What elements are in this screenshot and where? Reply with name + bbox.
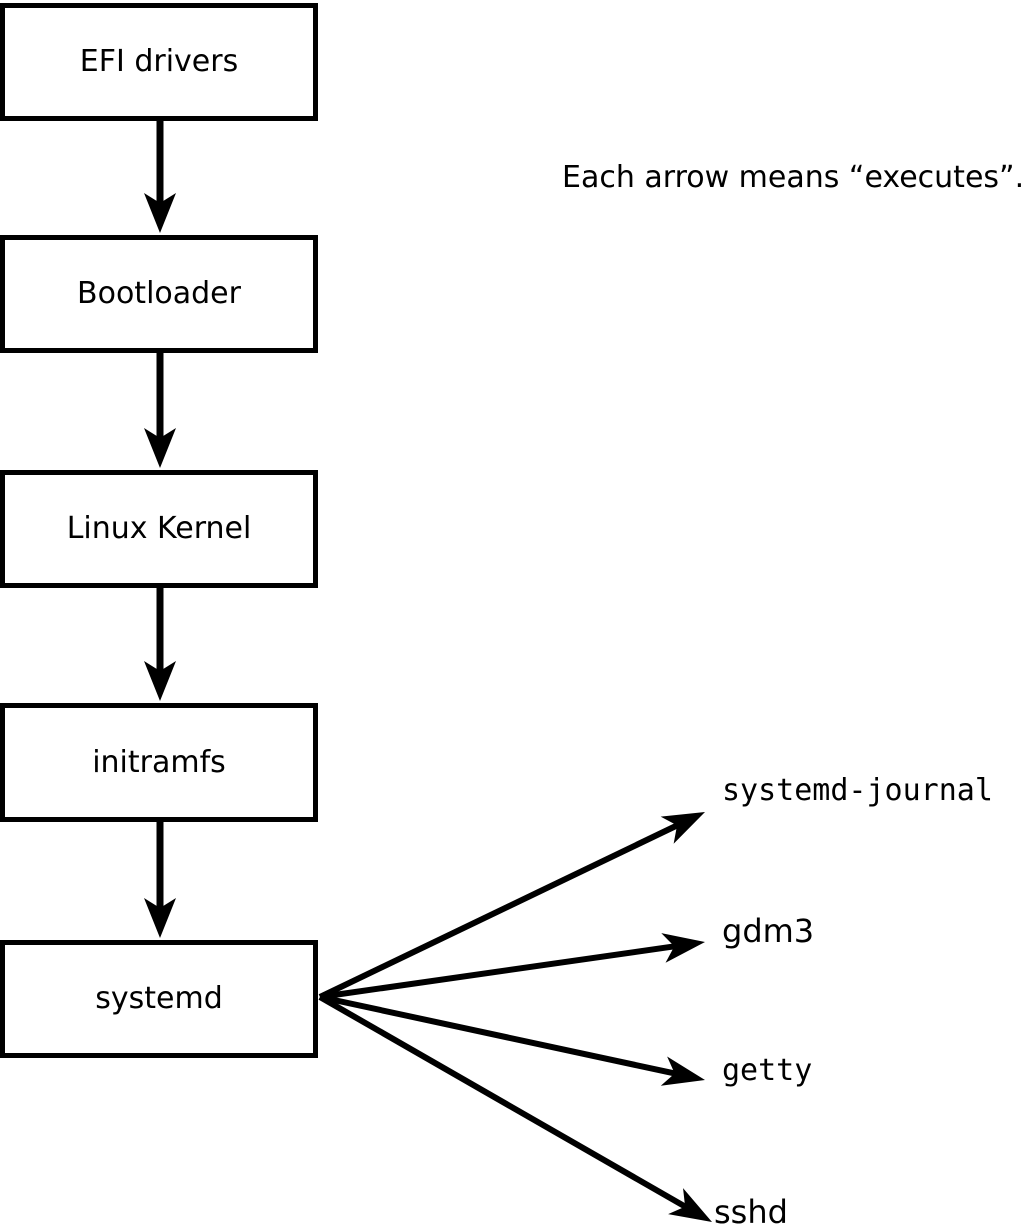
stage-box-linux-kernel[interactable]: Linux Kernel: [0, 470, 318, 588]
fanout-arrows-group: [318, 812, 712, 1222]
service-label-getty[interactable]: getty: [722, 1053, 813, 1088]
legend-caption: Each arrow means “executes”.: [562, 160, 1023, 195]
fanout-shaft-systemd-journal: [318, 821, 682, 1000]
fanout-shaft-sshd: [318, 994, 690, 1211]
fanout-head-sshd: [668, 1188, 712, 1222]
arrow-head-initramfs-to-systemd: [144, 898, 176, 938]
arrow-head-bootloader-to-kernel: [144, 428, 176, 468]
service-label-gdm3[interactable]: gdm3: [722, 912, 815, 950]
fanout-shaft-gdm3: [319, 942, 678, 1000]
stage-label-initramfs: initramfs: [92, 744, 226, 780]
stage-label-systemd: systemd: [95, 981, 223, 1016]
fanout-head-systemd-journal: [660, 812, 705, 844]
stage-label-efi-drivers: EFI drivers: [79, 44, 239, 79]
stage-box-efi-drivers[interactable]: EFI drivers: [0, 3, 318, 121]
stage-box-systemd[interactable]: systemd: [0, 940, 318, 1058]
arrow-head-efi-to-bootloader: [144, 193, 176, 233]
stage-box-initramfs[interactable]: initramfs: [0, 703, 318, 822]
fanout-head-gdm3: [661, 933, 705, 963]
service-label-sshd[interactable]: sshd: [714, 1193, 788, 1230]
stage-box-bootloader[interactable]: Bootloader: [0, 235, 318, 353]
service-label-systemd-journal[interactable]: systemd-journal: [722, 773, 993, 808]
stage-label-linux-kernel: Linux Kernel: [66, 511, 252, 546]
fanout-shaft-getty: [319, 994, 679, 1078]
arrow-head-kernel-to-initramfs: [144, 661, 176, 701]
fanout-head-getty: [660, 1056, 705, 1086]
stage-label-bootloader: Bootloader: [77, 276, 241, 311]
vertical-arrows-group: [144, 121, 176, 938]
